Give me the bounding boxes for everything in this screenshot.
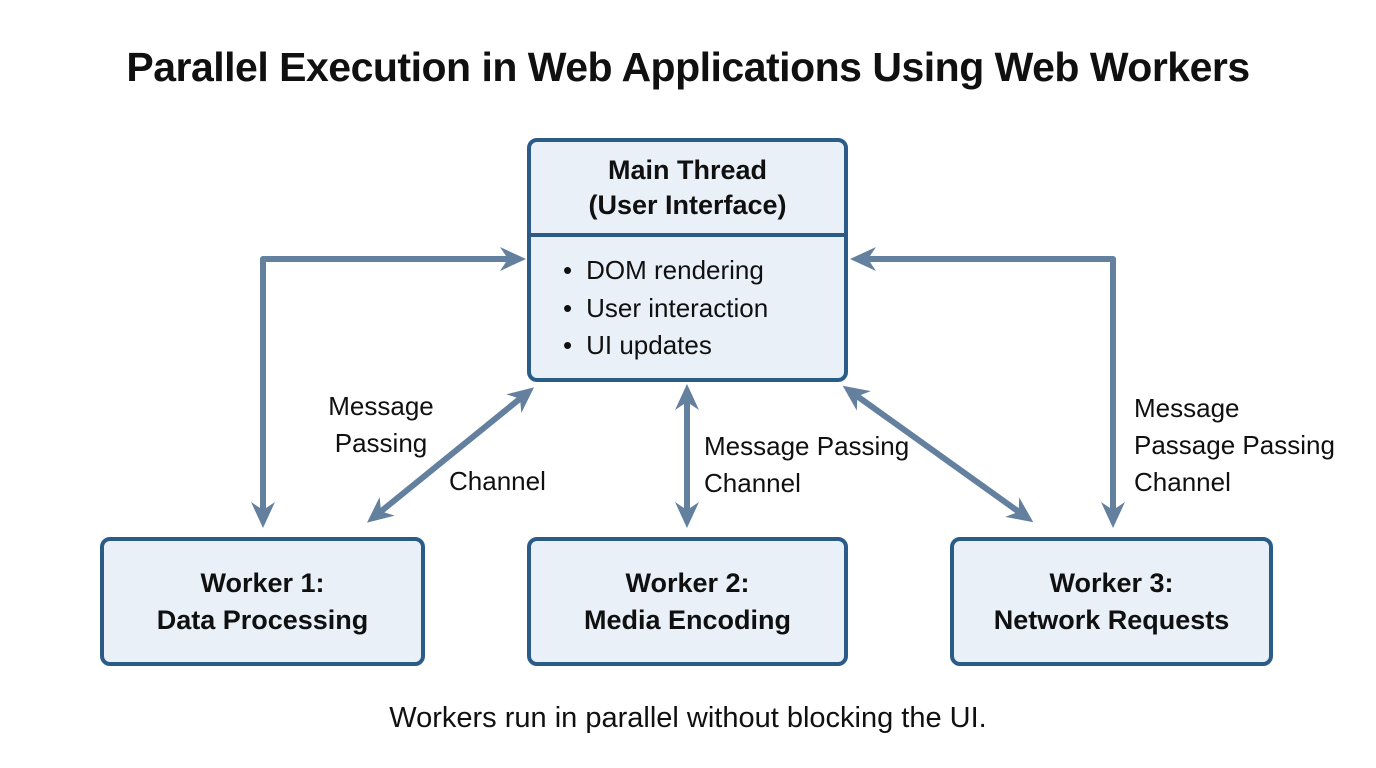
worker3-box: Worker 3: Network Requests bbox=[950, 537, 1273, 666]
channel-label-middle-line2: Channel bbox=[704, 468, 801, 498]
channel-label-right: Message Passage Passing Channel bbox=[1134, 390, 1335, 501]
worker1-box: Worker 1: Data Processing bbox=[100, 537, 425, 666]
channel-label-left-line1: Message bbox=[328, 391, 434, 421]
list-item-label: UI updates bbox=[586, 330, 712, 360]
channel-label-left-line2: Passing bbox=[334, 428, 428, 458]
arrow-worker3-mainthread-elbow-icon bbox=[850, 247, 1125, 528]
channel-label-right-line1: Message bbox=[1134, 393, 1240, 423]
main-thread-title-line1: Main Thread bbox=[607, 154, 768, 185]
list-item: DOM rendering bbox=[563, 252, 834, 290]
list-item: UI updates bbox=[563, 327, 834, 365]
main-thread-title-line2: (User Interface) bbox=[588, 189, 787, 220]
worker3-title-line1: Worker 3: bbox=[1049, 567, 1174, 598]
main-thread-task-list: DOM rendering User interaction UI update… bbox=[531, 237, 844, 365]
channel-label-right-line3: Channel bbox=[1134, 467, 1231, 497]
worker1-title-line1: Worker 1: bbox=[200, 567, 325, 598]
worker3-title-line2: Network Requests bbox=[993, 604, 1230, 635]
diagram-caption: Workers run in parallel without blocking… bbox=[389, 702, 987, 734]
list-item-label: User interaction bbox=[586, 292, 769, 323]
diagram-title: Parallel Execution in Web Applications U… bbox=[126, 44, 1250, 90]
main-thread-box: Main Thread (User Interface) DOM renderi… bbox=[527, 138, 848, 382]
worker1-title-line2: Data Processing bbox=[156, 604, 369, 635]
worker2-title-line1: Worker 2: bbox=[625, 567, 750, 598]
main-thread-header: Main Thread (User Interface) bbox=[531, 142, 844, 237]
channel-label-left: Message Passing bbox=[300, 388, 462, 462]
channel-label-middle-line1: Message Passing bbox=[704, 431, 910, 461]
list-item-label: DOM rendering bbox=[586, 255, 764, 285]
worker2-box: Worker 2: Media Encoding bbox=[527, 537, 848, 666]
arrow-worker1-mainthread-elbow-icon bbox=[251, 247, 526, 528]
channel-label-right-line2: Passage Passing bbox=[1134, 430, 1335, 460]
worker2-title-line2: Media Encoding bbox=[583, 604, 791, 635]
arrow-worker1-mainthread-diagonal-icon bbox=[367, 387, 534, 523]
channel-label-left-channel: Channel bbox=[449, 463, 546, 500]
channel-label-left-line3: Channel bbox=[449, 466, 546, 496]
channel-label-middle: Message Passing Channel bbox=[704, 428, 909, 502]
list-item: User interaction bbox=[563, 290, 834, 328]
